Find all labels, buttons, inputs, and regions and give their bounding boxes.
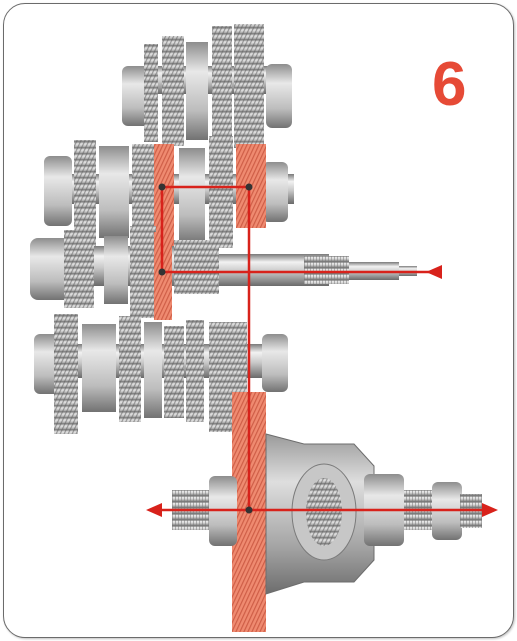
input-arrow-icon bbox=[426, 265, 442, 279]
gearbox-diagram bbox=[4, 4, 514, 638]
upper-shaft bbox=[122, 24, 292, 148]
output-right-arrow-icon bbox=[482, 503, 498, 517]
differential bbox=[172, 434, 482, 594]
diagram-panel: 6 bbox=[3, 3, 514, 638]
output-left-arrow-icon bbox=[146, 503, 162, 517]
